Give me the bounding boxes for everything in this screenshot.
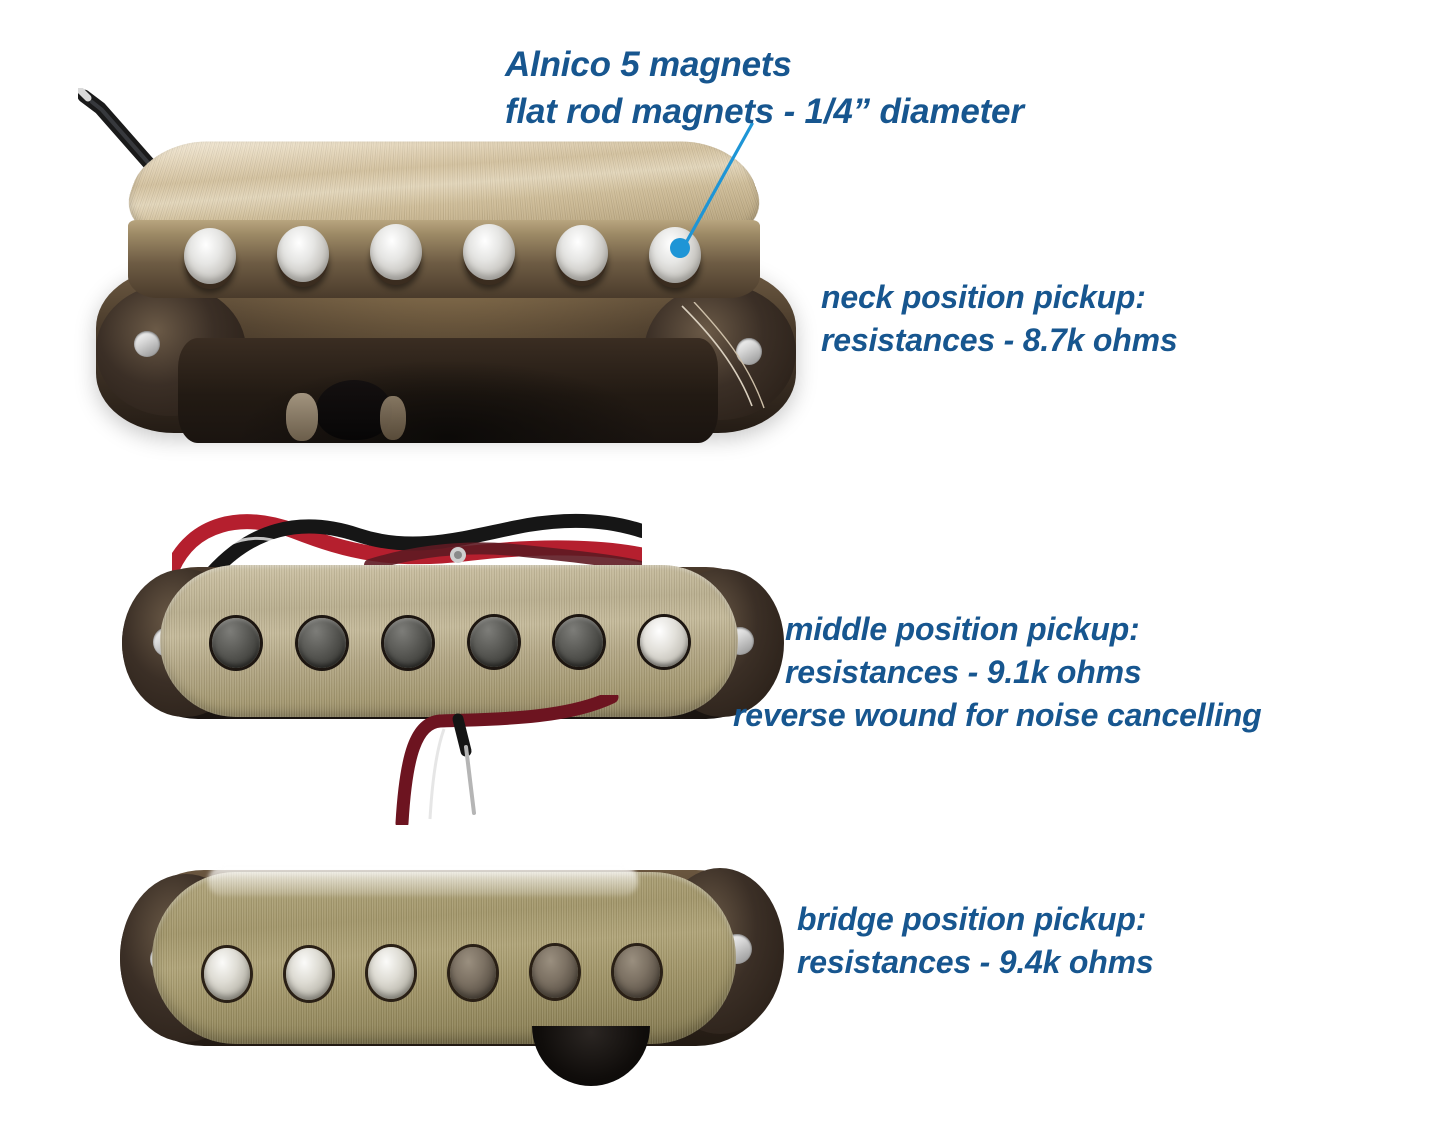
annotation-middle-line-3: reverse wound for noise cancelling [733, 696, 1262, 733]
neck-pole-piece-3 [370, 224, 422, 280]
pickup-neck [78, 88, 808, 458]
annotation-neck-line-2: resistances - 8.7k ohms [821, 321, 1178, 358]
neck-coil-lead-tan-right [380, 396, 406, 440]
pickup-bridge [112, 848, 792, 1098]
neck-pole-piece-4 [463, 224, 515, 280]
middle-pole-piece-4 [470, 617, 518, 667]
annotation-middle-line-1: middle position pickup: [785, 611, 1140, 647]
middle-pole-piece-1 [212, 618, 260, 668]
annotation-bridge-line-1: bridge position pickup: [797, 901, 1147, 937]
annotation-neck-line-1: neck position pickup: [821, 279, 1146, 315]
annotation-middle-pickup: middle position pickup: resistances - 9.… [733, 608, 1262, 737]
neck-pole-piece-1 [184, 228, 236, 284]
neck-bobbin-coil [178, 338, 718, 443]
bridge-pole-piece-2 [286, 948, 332, 1000]
neck-coil-lead-black [316, 380, 392, 440]
annotation-magnets-line-1: Alnico 5 magnets [505, 45, 792, 84]
bridge-pole-piece-6 [614, 946, 660, 998]
middle-pole-piece-6 [640, 617, 688, 667]
neck-screw-hole-left [134, 331, 160, 357]
bridge-pole-piece-5 [532, 946, 578, 998]
neck-pole-piece-2 [277, 226, 329, 282]
bridge-cover-top-bevel-highlight [208, 866, 638, 896]
middle-lead-wires-bottom [395, 695, 619, 825]
bridge-pole-piece-4 [450, 947, 496, 999]
neck-pole-piece-5 [556, 225, 608, 281]
neck-coil-lead-tan-left [286, 393, 318, 441]
middle-pole-piece-3 [384, 618, 432, 668]
bridge-pole-piece-3 [368, 947, 414, 999]
bridge-pole-piece-1 [204, 948, 250, 1000]
annotation-magnets: Alnico 5 magnets flat rod magnets - 1/4”… [505, 42, 1024, 136]
annotation-neck-pickup: neck position pickup: resistances - 8.7k… [821, 276, 1178, 362]
annotation-magnets-line-2: flat rod magnets - 1/4” diameter [505, 91, 1024, 131]
middle-lead-wires-top [172, 513, 642, 575]
middle-pole-piece-2 [298, 618, 346, 668]
annotation-bridge-pickup: bridge position pickup: resistances - 9.… [797, 898, 1154, 984]
callout-target-dot [670, 238, 690, 258]
annotation-middle-line-2: resistances - 9.1k ohms [785, 653, 1142, 690]
annotation-bridge-line-2: resistances - 9.4k ohms [797, 943, 1154, 980]
neck-hair-wire [681, 302, 765, 409]
middle-pole-piece-5 [555, 617, 603, 667]
pickup-middle [112, 505, 802, 825]
bridge-bottom-lead-tab [532, 1026, 650, 1086]
